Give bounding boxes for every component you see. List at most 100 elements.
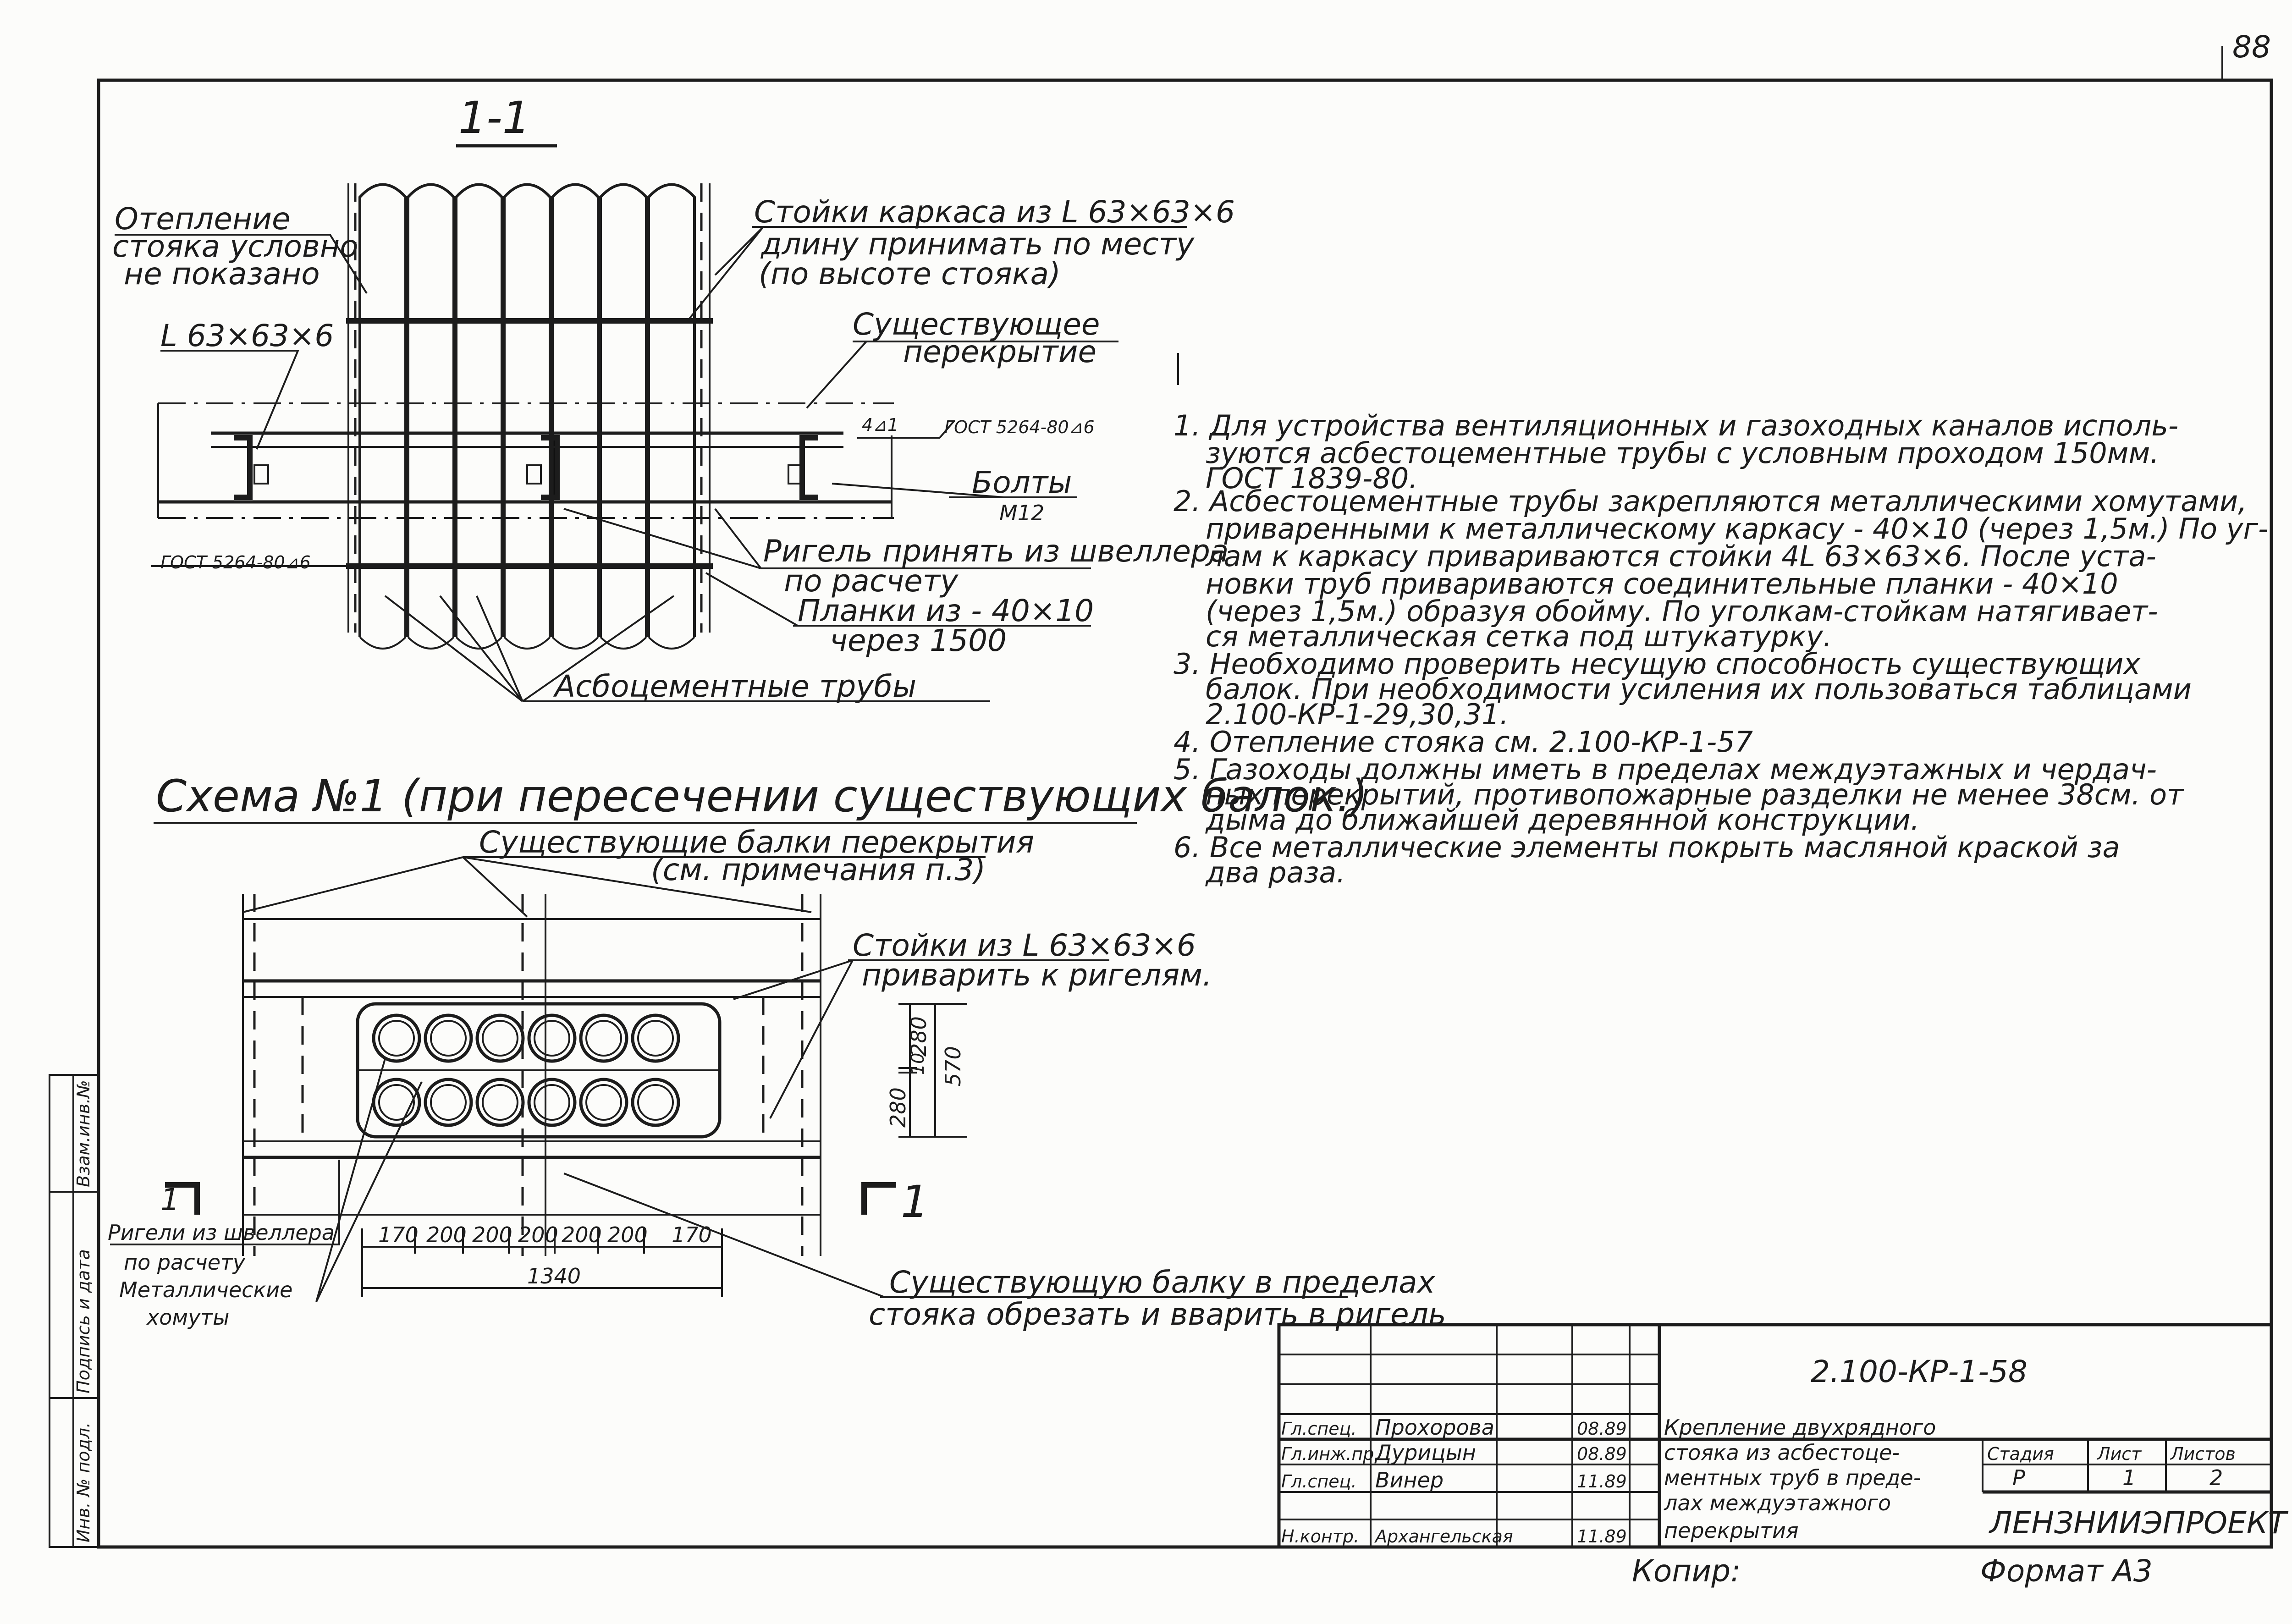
section-mark-right: 1: [901, 1176, 929, 1228]
tb-date-4: 11.89: [1577, 1526, 1627, 1547]
existing-floor-label-1: Существующее: [853, 307, 1100, 342]
drawing-code: 2.100-КР-1-58: [1811, 1354, 2028, 1389]
note-3-line-1: 3. Необходимо проверить несущую способно…: [1174, 647, 2141, 681]
tb-desc-2: стояка из асбестоце-: [1664, 1440, 1900, 1465]
note-1-line-3: ГОСТ 1839-80.: [1206, 462, 1418, 495]
beams-label-1: Существующие балки перекрытия: [479, 825, 1034, 860]
tb-stage: Р: [2012, 1465, 2025, 1490]
organization: ЛЕНЗНИИЭПРОЕКТ: [1989, 1505, 2289, 1541]
tb-role-4: Н.контр.: [1281, 1526, 1359, 1547]
dim-v-10: 10: [908, 1053, 928, 1075]
note-1-line-1: 1. Для устройства вентиляционных и газох…: [1174, 409, 2178, 442]
tb-role-3: Гл.спец.: [1281, 1471, 1357, 1492]
straps-label-1: Планки из - 40×10: [798, 593, 1094, 628]
frame-posts-label-1: Стойки каркаса из L 63×63×6: [754, 194, 1235, 230]
beams-label-2: (см. примечания п.3): [651, 852, 986, 887]
pipes-label: Асбоцементные трубы: [553, 669, 916, 704]
insulation-label-2: стояка условно: [112, 229, 358, 264]
bolts-label-1: Болты: [972, 465, 1072, 500]
note-4: 4. Отепление стояка см. 2.100-КР-1-57: [1174, 725, 1753, 759]
tb-sheets: 2: [2209, 1465, 2223, 1490]
note-2-line-3: лам к каркасу привариваются стойки 4L 63…: [1205, 539, 2156, 573]
section-mark-left: 1: [160, 1182, 180, 1217]
title-block: 2.100-КР-1-58 Гл.спец. Прохорова 08.89 Г…: [1277, 1323, 2289, 1549]
note-5-line-3: дыма до ближайшей деревянной конструкции…: [1205, 803, 1919, 837]
tb-desc-1: Крепление двухрядного: [1664, 1415, 1936, 1440]
tb-sheet-header: Лист: [2096, 1444, 2142, 1464]
tb-date-3: 11.89: [1577, 1471, 1627, 1492]
dim-v-280-bottom: 280: [886, 1087, 910, 1128]
note-2-line-5: (через 1,5м.) образуя обойму. По уголкам…: [1206, 595, 2158, 628]
dim-h-6: 200: [607, 1222, 648, 1247]
insulation-label-1: Отепление: [115, 201, 291, 237]
tb-sheet: 1: [2122, 1465, 2136, 1490]
tb-desc-3: ментных труб в преде-: [1664, 1465, 1921, 1490]
tb-desc-5: перекрытия: [1664, 1518, 1799, 1543]
insulation-label-3: не показано: [124, 256, 320, 292]
side-stamp-inv: Инв. № подл.: [73, 1422, 94, 1542]
frame-posts-label-2: длину принимать по месту: [760, 226, 1195, 262]
note-2-line-4: новки труб привариваются соединительные …: [1206, 567, 2118, 600]
notes: 1. Для устройства вентиляционных и газох…: [1174, 409, 2268, 889]
copied-label: Копир:: [1632, 1553, 1741, 1589]
weld-top-label: ГОСТ 5264-80⊿6: [944, 417, 1095, 437]
note-3-line-2: балок. При необходимости усиления их пол…: [1206, 672, 2192, 706]
weld-mark-label: 4⊿1: [862, 415, 898, 435]
straps-label-2: через 1500: [830, 623, 1007, 658]
page-number: 88: [2232, 29, 2271, 65]
existing-floor-label-2: перекрытие: [903, 334, 1096, 369]
angle-label: L 63×63×6: [160, 318, 334, 353]
note-6-line-2: два раза.: [1205, 856, 1345, 889]
clamps-label-1: Металлические: [119, 1277, 292, 1302]
note-2-line-1: 2. Асбестоцементные трубы закрепляются м…: [1174, 484, 2247, 518]
frame-posts-label-3: (по высоте стояка): [759, 256, 1061, 292]
posts-label-2: приварить к ригелям.: [862, 958, 1212, 993]
bolts-label-2: М12: [999, 501, 1044, 525]
side-stamp-signature: Подпись и дата: [73, 1249, 94, 1393]
sheet-frame: [97, 78, 2273, 1549]
section-1-1: 1-1: [112, 92, 1235, 704]
weld-bottom-label: ГОСТ 5264-80⊿6: [160, 552, 311, 573]
note-1-line-2: зуются асбестоцементные трубы с условным…: [1206, 436, 2159, 470]
note-5-line-2: ных перекрытий, противопожарные разделки…: [1206, 778, 2184, 811]
dim-h-1: 170: [378, 1222, 419, 1247]
dim-h-3: 200: [472, 1222, 512, 1247]
tb-date-2: 08.89: [1577, 1444, 1627, 1464]
crossbar-label-2: по расчету: [784, 563, 959, 599]
note-2-line-6: ся металлическая сетка под штукатурку.: [1206, 620, 1832, 653]
posts-label-1: Стойки из L 63×63×6: [853, 928, 1196, 963]
tb-sheets-header: Листов: [2170, 1444, 2236, 1464]
scheme-title: Схема №1 (при пересечении существующих б…: [156, 771, 1368, 822]
section-title: 1-1: [458, 92, 530, 143]
format-label: Формат А3: [1980, 1553, 2153, 1589]
side-stamp-replace: Взам.инв.№: [73, 1080, 94, 1187]
note-6-line-1: 6. Все металлические элементы покрыть ма…: [1174, 831, 2120, 864]
note-3-line-3: 2.100-КР-1-29,30,31.: [1206, 698, 1509, 731]
tb-name-1: Прохорова: [1375, 1415, 1494, 1440]
tb-desc-4: лах междуэтажного: [1664, 1491, 1891, 1515]
scheme-1: Схема №1 (при пересечении существующих б…: [108, 771, 1446, 1332]
clamps-label-2: хомуты: [146, 1305, 229, 1330]
dim-h-4: 200: [518, 1222, 558, 1247]
crossbar-label-1: Ригель принять из швеллера: [763, 534, 1229, 569]
dim-h-2: 200: [426, 1222, 467, 1247]
dim-h-7: 170: [672, 1222, 712, 1247]
tb-role-2: Гл.инж.пр.: [1281, 1444, 1379, 1464]
crossbar-scheme-label-2: по расчету: [124, 1250, 246, 1275]
cut-beam-label-1: Существующую балку в пределах: [889, 1265, 1436, 1300]
side-stamp: Инв. № подл. Подпись и дата Взам.инв.№: [49, 1074, 99, 1548]
cut-beam-label-2: стояка обрезать и вварить в ригель: [869, 1297, 1446, 1332]
dim-v-280-top: 280: [906, 1016, 931, 1057]
note-2-line-2: приваренными к металлическому каркасу - …: [1206, 512, 2268, 545]
tb-stage-header: Стадия: [1987, 1444, 2054, 1464]
dim-v-total: 570: [941, 1046, 965, 1086]
tb-name-2: Дурицын: [1374, 1440, 1476, 1465]
dim-total: 1340: [527, 1264, 581, 1288]
tb-name-4: Архангельская: [1374, 1526, 1513, 1547]
asbestos-pipes: [358, 183, 696, 650]
note-5-line-1: 5. Газоходы должны иметь в пределах межд…: [1174, 753, 2157, 786]
crossbar-scheme-label-1: Ригели из швеллера: [108, 1220, 335, 1245]
tb-role-1: Гл.спец.: [1281, 1419, 1357, 1439]
